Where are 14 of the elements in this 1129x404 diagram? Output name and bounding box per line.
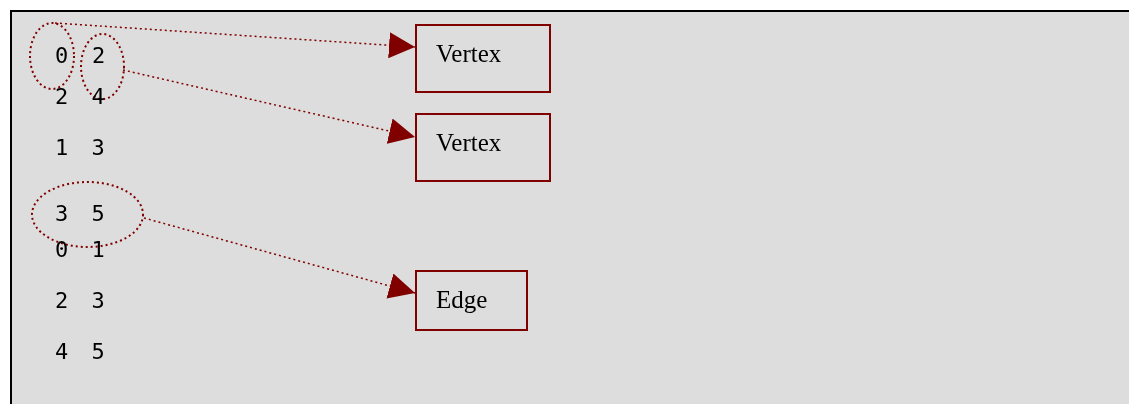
number-pair: 1 3 [55, 135, 105, 161]
term-box: Vertex [415, 113, 551, 182]
number-pair: 3 5 [55, 201, 105, 227]
number-pair: 4 5 [55, 339, 105, 365]
leader-arrow [143, 217, 416, 299]
number-pair: 0 [55, 43, 69, 69]
term-box: Vertex [415, 24, 551, 93]
number-pair: 2 [92, 43, 106, 69]
leader-arrow [122, 69, 416, 144]
highlight-ellipse [29, 22, 75, 90]
number-pair: 2 3 [55, 288, 105, 314]
number-pair: 0 1 [55, 237, 105, 263]
number-pair: 2 4 [55, 84, 105, 110]
term-box: Edge [415, 270, 528, 331]
